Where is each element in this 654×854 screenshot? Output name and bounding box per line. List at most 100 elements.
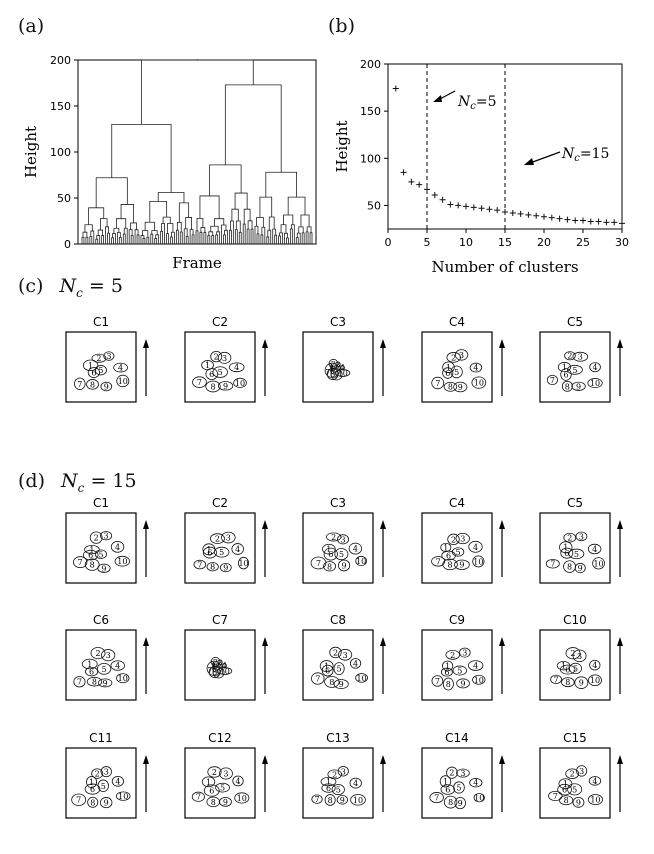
node-ellipse: [113, 362, 128, 373]
node-label: 2: [451, 535, 456, 544]
node-label: 9: [461, 679, 466, 688]
node-label: 4: [115, 777, 120, 786]
node-label: 1: [562, 363, 567, 372]
node-ellipse: [452, 665, 468, 676]
node-label: 8: [210, 382, 215, 391]
node-label: 3: [577, 652, 582, 661]
node-label: 10: [590, 676, 600, 685]
node-ellipse: [587, 794, 603, 806]
node-ellipse: [441, 550, 456, 561]
node-label: 9: [340, 796, 345, 805]
y-tick-label: 0: [64, 238, 71, 251]
data-point: [603, 219, 610, 226]
node-label: 2: [212, 768, 217, 777]
node-ellipse: [331, 784, 345, 796]
node-ellipse: [110, 660, 125, 671]
node-label: 10: [117, 557, 127, 566]
node-label: 3: [579, 767, 584, 776]
node-label: 6: [88, 551, 93, 560]
node-label: 7: [325, 368, 330, 377]
node-ellipse: [97, 678, 113, 688]
node-ellipse: [576, 765, 588, 777]
node-ellipse: [221, 531, 236, 544]
direction-arrowhead: [143, 339, 149, 348]
data-point: [431, 192, 438, 199]
direction-arrowhead: [499, 755, 505, 764]
node-label: 5: [336, 786, 341, 795]
node-ellipse: [90, 647, 106, 660]
dendrogram-link: [149, 200, 168, 223]
direction-arrowhead: [380, 755, 386, 764]
dendrogram-link: [207, 235, 211, 244]
node-label: 2: [449, 769, 454, 778]
node-ellipse: [338, 559, 351, 572]
node-ellipse: [564, 351, 576, 361]
dendrogram-link: [256, 233, 260, 244]
node-ellipse: [311, 672, 325, 685]
node-ellipse: [565, 768, 580, 779]
node-label: 7: [207, 666, 212, 675]
node-ellipse: [319, 660, 334, 673]
dendrogram-link: [162, 216, 171, 224]
node-label: 6: [209, 370, 214, 379]
data-point: [455, 202, 462, 209]
node-ellipse: [431, 675, 444, 687]
node-label: 9: [576, 798, 581, 807]
dendrogram-link: [151, 230, 158, 235]
node-label: 3: [104, 768, 109, 777]
cluster-title: C1: [93, 315, 109, 329]
cluster-title: C6: [93, 613, 109, 627]
node-ellipse: [571, 381, 586, 391]
node-ellipse: [91, 353, 107, 363]
node-ellipse: [206, 562, 219, 572]
cluster-frame: [65, 512, 137, 584]
cluster-frame: [184, 747, 256, 819]
node-label: 8: [564, 796, 569, 805]
node-label: 10: [338, 369, 348, 378]
node-ellipse: [443, 381, 458, 392]
node-label: 7: [314, 795, 319, 804]
dendrogram-link: [185, 235, 189, 244]
node-ellipse: [350, 794, 366, 806]
node-label: 7: [197, 378, 202, 387]
node-ellipse: [100, 381, 113, 392]
node-ellipse: [209, 533, 225, 544]
node-ellipse: [324, 794, 336, 806]
dendrogram-link: [200, 227, 206, 233]
node-ellipse: [558, 778, 573, 790]
node-label: 5: [456, 548, 461, 557]
direction-arrowhead: [499, 520, 505, 529]
node-label: 3: [336, 360, 341, 369]
cluster-title: C1: [93, 496, 109, 510]
node-label: 2: [567, 352, 572, 361]
node-label: 7: [550, 560, 555, 569]
node-label: 5: [218, 368, 223, 377]
node-ellipse: [232, 775, 244, 787]
node-label: 7: [316, 559, 321, 568]
cluster-title: C3: [330, 315, 346, 329]
data-point: [424, 186, 430, 193]
node-ellipse: [588, 776, 602, 786]
cluster-title: C15: [563, 731, 587, 745]
node-label: 8: [212, 668, 217, 677]
node-ellipse: [96, 662, 112, 675]
x-tick-label: 5: [424, 236, 431, 249]
dendrogram-link: [176, 221, 182, 232]
node-ellipse: [546, 374, 558, 386]
node-label: 8: [446, 680, 451, 689]
node-ellipse: [217, 351, 232, 364]
node-label: 3: [579, 532, 584, 541]
node-label: 8: [211, 798, 216, 807]
node-label: 9: [458, 383, 463, 392]
data-point: [463, 203, 469, 210]
node-ellipse: [322, 543, 336, 555]
node-label: 8: [328, 796, 333, 805]
panel-d-label: (d) Nc = 15: [18, 470, 137, 495]
node-ellipse: [217, 381, 234, 391]
node-ellipse: [94, 365, 107, 376]
node-label: 5: [456, 783, 461, 792]
node-label: 10: [590, 379, 600, 388]
